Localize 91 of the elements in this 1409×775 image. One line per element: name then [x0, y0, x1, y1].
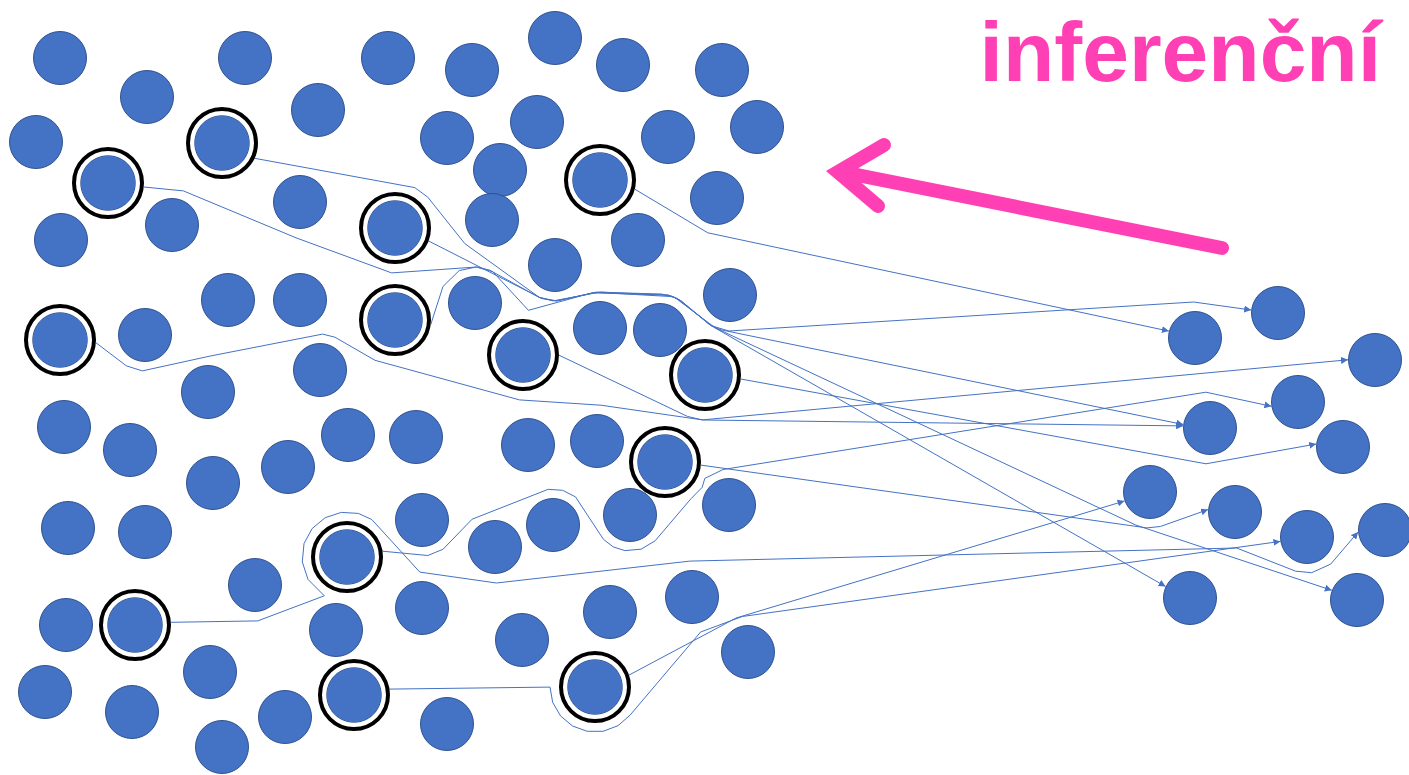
ringed-dot [559, 651, 631, 723]
ringed-dot [311, 521, 383, 593]
dot [1358, 503, 1409, 557]
arrow [95, 333, 1184, 430]
dot [603, 488, 657, 542]
dot [703, 268, 757, 322]
dot [528, 238, 582, 292]
ringed-dot [487, 319, 559, 391]
dot [34, 213, 88, 267]
dot [395, 581, 449, 635]
dot [395, 493, 449, 547]
arrow [700, 464, 1209, 529]
dot [261, 440, 315, 494]
dot [1280, 510, 1334, 564]
dot [1183, 401, 1237, 455]
dot [39, 598, 93, 652]
dot [181, 365, 235, 419]
dot [1208, 485, 1262, 539]
ringed-dot [629, 426, 701, 498]
dot [1168, 311, 1222, 365]
dot [183, 645, 237, 699]
dot [448, 276, 502, 330]
dot [273, 175, 327, 229]
dot [361, 31, 415, 85]
dot [273, 273, 327, 327]
arrow [634, 188, 1170, 334]
dot [420, 697, 474, 751]
arrow [558, 354, 1349, 421]
arrow [628, 499, 1125, 676]
dot [465, 193, 519, 247]
dot [218, 31, 272, 85]
dot [501, 418, 555, 472]
dot [641, 110, 695, 164]
dot [1316, 420, 1370, 474]
dot [702, 478, 756, 532]
dot [1330, 573, 1384, 627]
dot [420, 111, 474, 165]
dot [321, 408, 375, 462]
dot [145, 198, 199, 252]
arrow [143, 186, 1252, 332]
dot [611, 213, 665, 267]
dot [293, 343, 347, 397]
dot [389, 410, 443, 464]
dot [18, 665, 72, 719]
dot [445, 43, 499, 97]
dot [1271, 375, 1325, 429]
dot [573, 301, 627, 355]
dot [186, 456, 240, 510]
arrow [428, 240, 1333, 592]
arrow [254, 157, 1167, 587]
dot [583, 585, 637, 639]
dot [118, 308, 172, 362]
arrow [740, 378, 1317, 465]
dot [528, 11, 582, 65]
dot [695, 43, 749, 97]
dot [309, 603, 363, 657]
dot [526, 498, 580, 552]
dot [1163, 571, 1217, 625]
dot [33, 31, 87, 85]
dot [690, 171, 744, 225]
dot [1348, 333, 1402, 387]
dot [120, 70, 174, 124]
dot [665, 570, 719, 624]
dot [633, 303, 687, 357]
arrow [170, 511, 1359, 623]
arrow [389, 538, 1281, 732]
dot [570, 414, 624, 468]
dot [258, 690, 312, 744]
dot [103, 423, 157, 477]
dot [195, 720, 249, 774]
dot [596, 38, 650, 92]
dot [9, 115, 63, 169]
dot [730, 100, 784, 154]
dot [201, 273, 255, 327]
dot [721, 625, 775, 679]
dot [468, 520, 522, 574]
dot [1123, 465, 1177, 519]
ringed-dot [72, 147, 144, 219]
dot [105, 685, 159, 739]
dot [118, 505, 172, 559]
ringed-dot [669, 339, 741, 411]
arrow [382, 391, 1272, 556]
dot [1251, 286, 1305, 340]
ringed-dot [359, 192, 431, 264]
dot [291, 83, 345, 137]
dot [228, 558, 282, 612]
dot [495, 613, 549, 667]
dot [473, 143, 527, 197]
dot [510, 95, 564, 149]
dot [41, 501, 95, 555]
dot [37, 400, 91, 454]
